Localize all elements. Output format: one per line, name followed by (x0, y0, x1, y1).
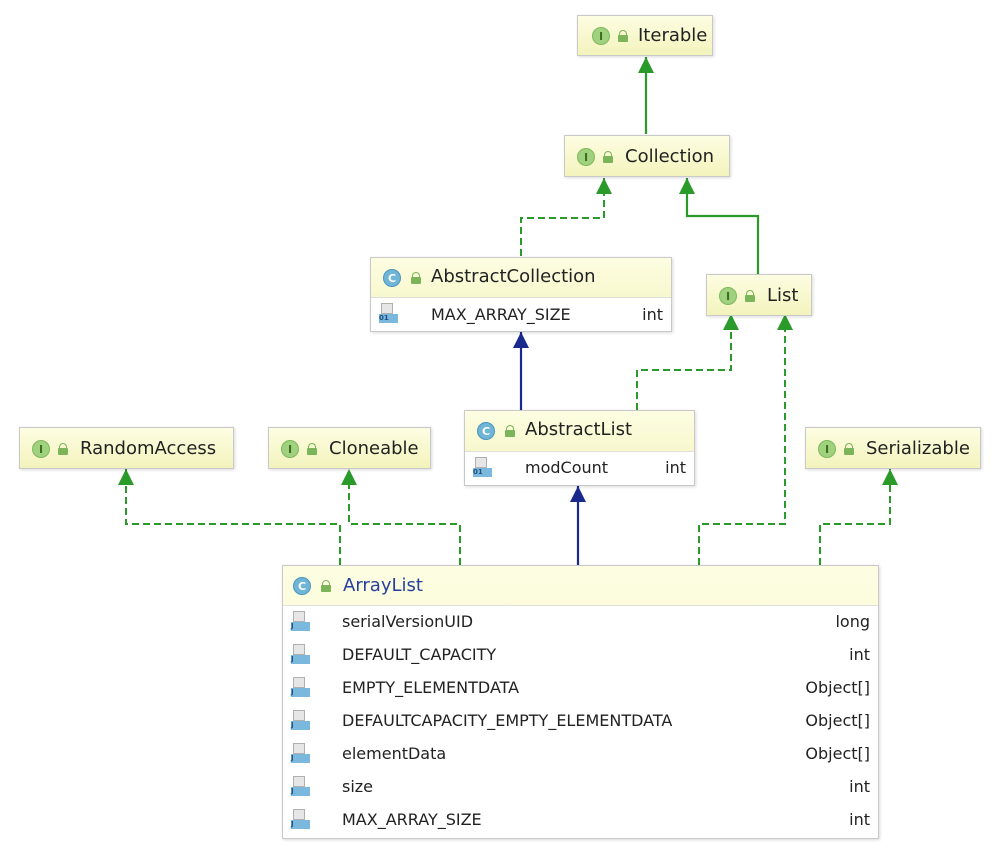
field-icon: J (291, 677, 311, 699)
node-title: AbstractList (525, 419, 633, 440)
node-title: Cloneable (329, 438, 419, 459)
edge-arraylist-implements-list (698, 314, 793, 565)
field-type: int (849, 645, 870, 664)
node-list[interactable]: I List (706, 274, 812, 316)
class-icon: C (293, 577, 311, 595)
public-lock-icon (618, 30, 628, 42)
field-name: size (342, 777, 374, 796)
edge-arraylist-implements-cloneable (341, 469, 461, 565)
public-lock-icon (844, 443, 854, 455)
field-row: J EMPTY_ELEMENTDATA Object[] (283, 672, 878, 705)
node-array-list[interactable]: C ArrayList J serialVersionUID long J DE… (282, 565, 879, 839)
node-abstract-list[interactable]: C AbstractList 01 modCount int (464, 410, 695, 486)
field-type: Object[] (805, 744, 870, 763)
abstract-class-icon: C (477, 422, 495, 440)
field-row: J MAX_ARRAY_SIZE int (283, 804, 878, 837)
field-name: MAX_ARRAY_SIZE (342, 810, 482, 829)
field-name: DEFAULTCAPACITY_EMPTY_ELEMENTDATA (342, 711, 673, 730)
node-random-access[interactable]: I RandomAccess (19, 427, 234, 469)
node-abstract-collection[interactable]: C AbstractCollection 01 MAX_ARRAY_SIZE i… (370, 257, 672, 332)
field-icon: 01 (379, 303, 399, 325)
field-icon: J (291, 776, 311, 798)
field-type: int (849, 810, 870, 829)
field-type: Object[] (805, 678, 870, 697)
interface-icon: I (32, 440, 50, 458)
field-row: J size int (283, 771, 878, 804)
edge-list-extends-collection (679, 178, 760, 274)
field-name: elementData (342, 744, 447, 763)
field-icon: J (291, 644, 311, 666)
interface-icon: I (281, 440, 299, 458)
public-lock-icon (603, 151, 613, 163)
field-name: DEFAULT_CAPACITY (342, 645, 497, 664)
interface-icon: I (577, 148, 595, 166)
field-type: int (642, 305, 663, 324)
field-row: 01 MAX_ARRAY_SIZE int (371, 298, 671, 333)
field-type: long (835, 612, 870, 631)
field-icon: J (291, 809, 311, 831)
field-icon: J (291, 710, 311, 732)
public-lock-icon (505, 425, 515, 437)
node-title: List (767, 285, 799, 306)
field-type: int (665, 458, 686, 477)
field-name: serialVersionUID (342, 612, 474, 631)
node-title: ArrayList (343, 575, 423, 596)
public-lock-icon (307, 443, 317, 455)
node-iterable[interactable]: I Iterable (577, 15, 713, 56)
interface-icon: I (719, 287, 737, 305)
field-type: Object[] (805, 711, 870, 730)
interface-icon: I (818, 440, 836, 458)
node-title: RandomAccess (80, 438, 217, 459)
public-lock-icon (58, 443, 68, 455)
field-row: J DEFAULTCAPACITY_EMPTY_ELEMENTDATA Obje… (283, 705, 878, 738)
field-icon: J (291, 611, 311, 633)
node-cloneable[interactable]: I Cloneable (268, 427, 431, 469)
field-name: MAX_ARRAY_SIZE (431, 305, 571, 324)
public-lock-icon (745, 290, 755, 302)
interface-icon: I (592, 27, 610, 45)
field-row: 01 modCount int (465, 452, 694, 487)
node-title: Iterable (638, 25, 708, 46)
node-collection[interactable]: I Collection (564, 135, 730, 177)
edge-arraylist-implements-serializable (819, 469, 898, 565)
abstract-class-icon: C (383, 269, 401, 287)
node-serializable[interactable]: I Serializable (805, 427, 981, 469)
field-name: modCount (525, 458, 609, 477)
field-row: J elementData Object[] (283, 738, 878, 771)
edge-arraylist-implements-randomaccess (118, 469, 341, 565)
node-title: Collection (625, 146, 715, 167)
field-row: J serialVersionUID long (283, 606, 878, 639)
public-lock-icon (321, 580, 331, 592)
public-lock-icon (411, 272, 421, 284)
node-title: Serializable (866, 438, 970, 459)
field-row: J DEFAULT_CAPACITY int (283, 639, 878, 672)
field-icon: J (291, 743, 311, 765)
field-name: EMPTY_ELEMENTDATA (342, 678, 520, 697)
edge-abstractcollection-implements-collection (520, 178, 612, 256)
field-icon: 01 (473, 457, 493, 479)
node-title: AbstractCollection (431, 266, 596, 287)
field-type: int (849, 777, 870, 796)
